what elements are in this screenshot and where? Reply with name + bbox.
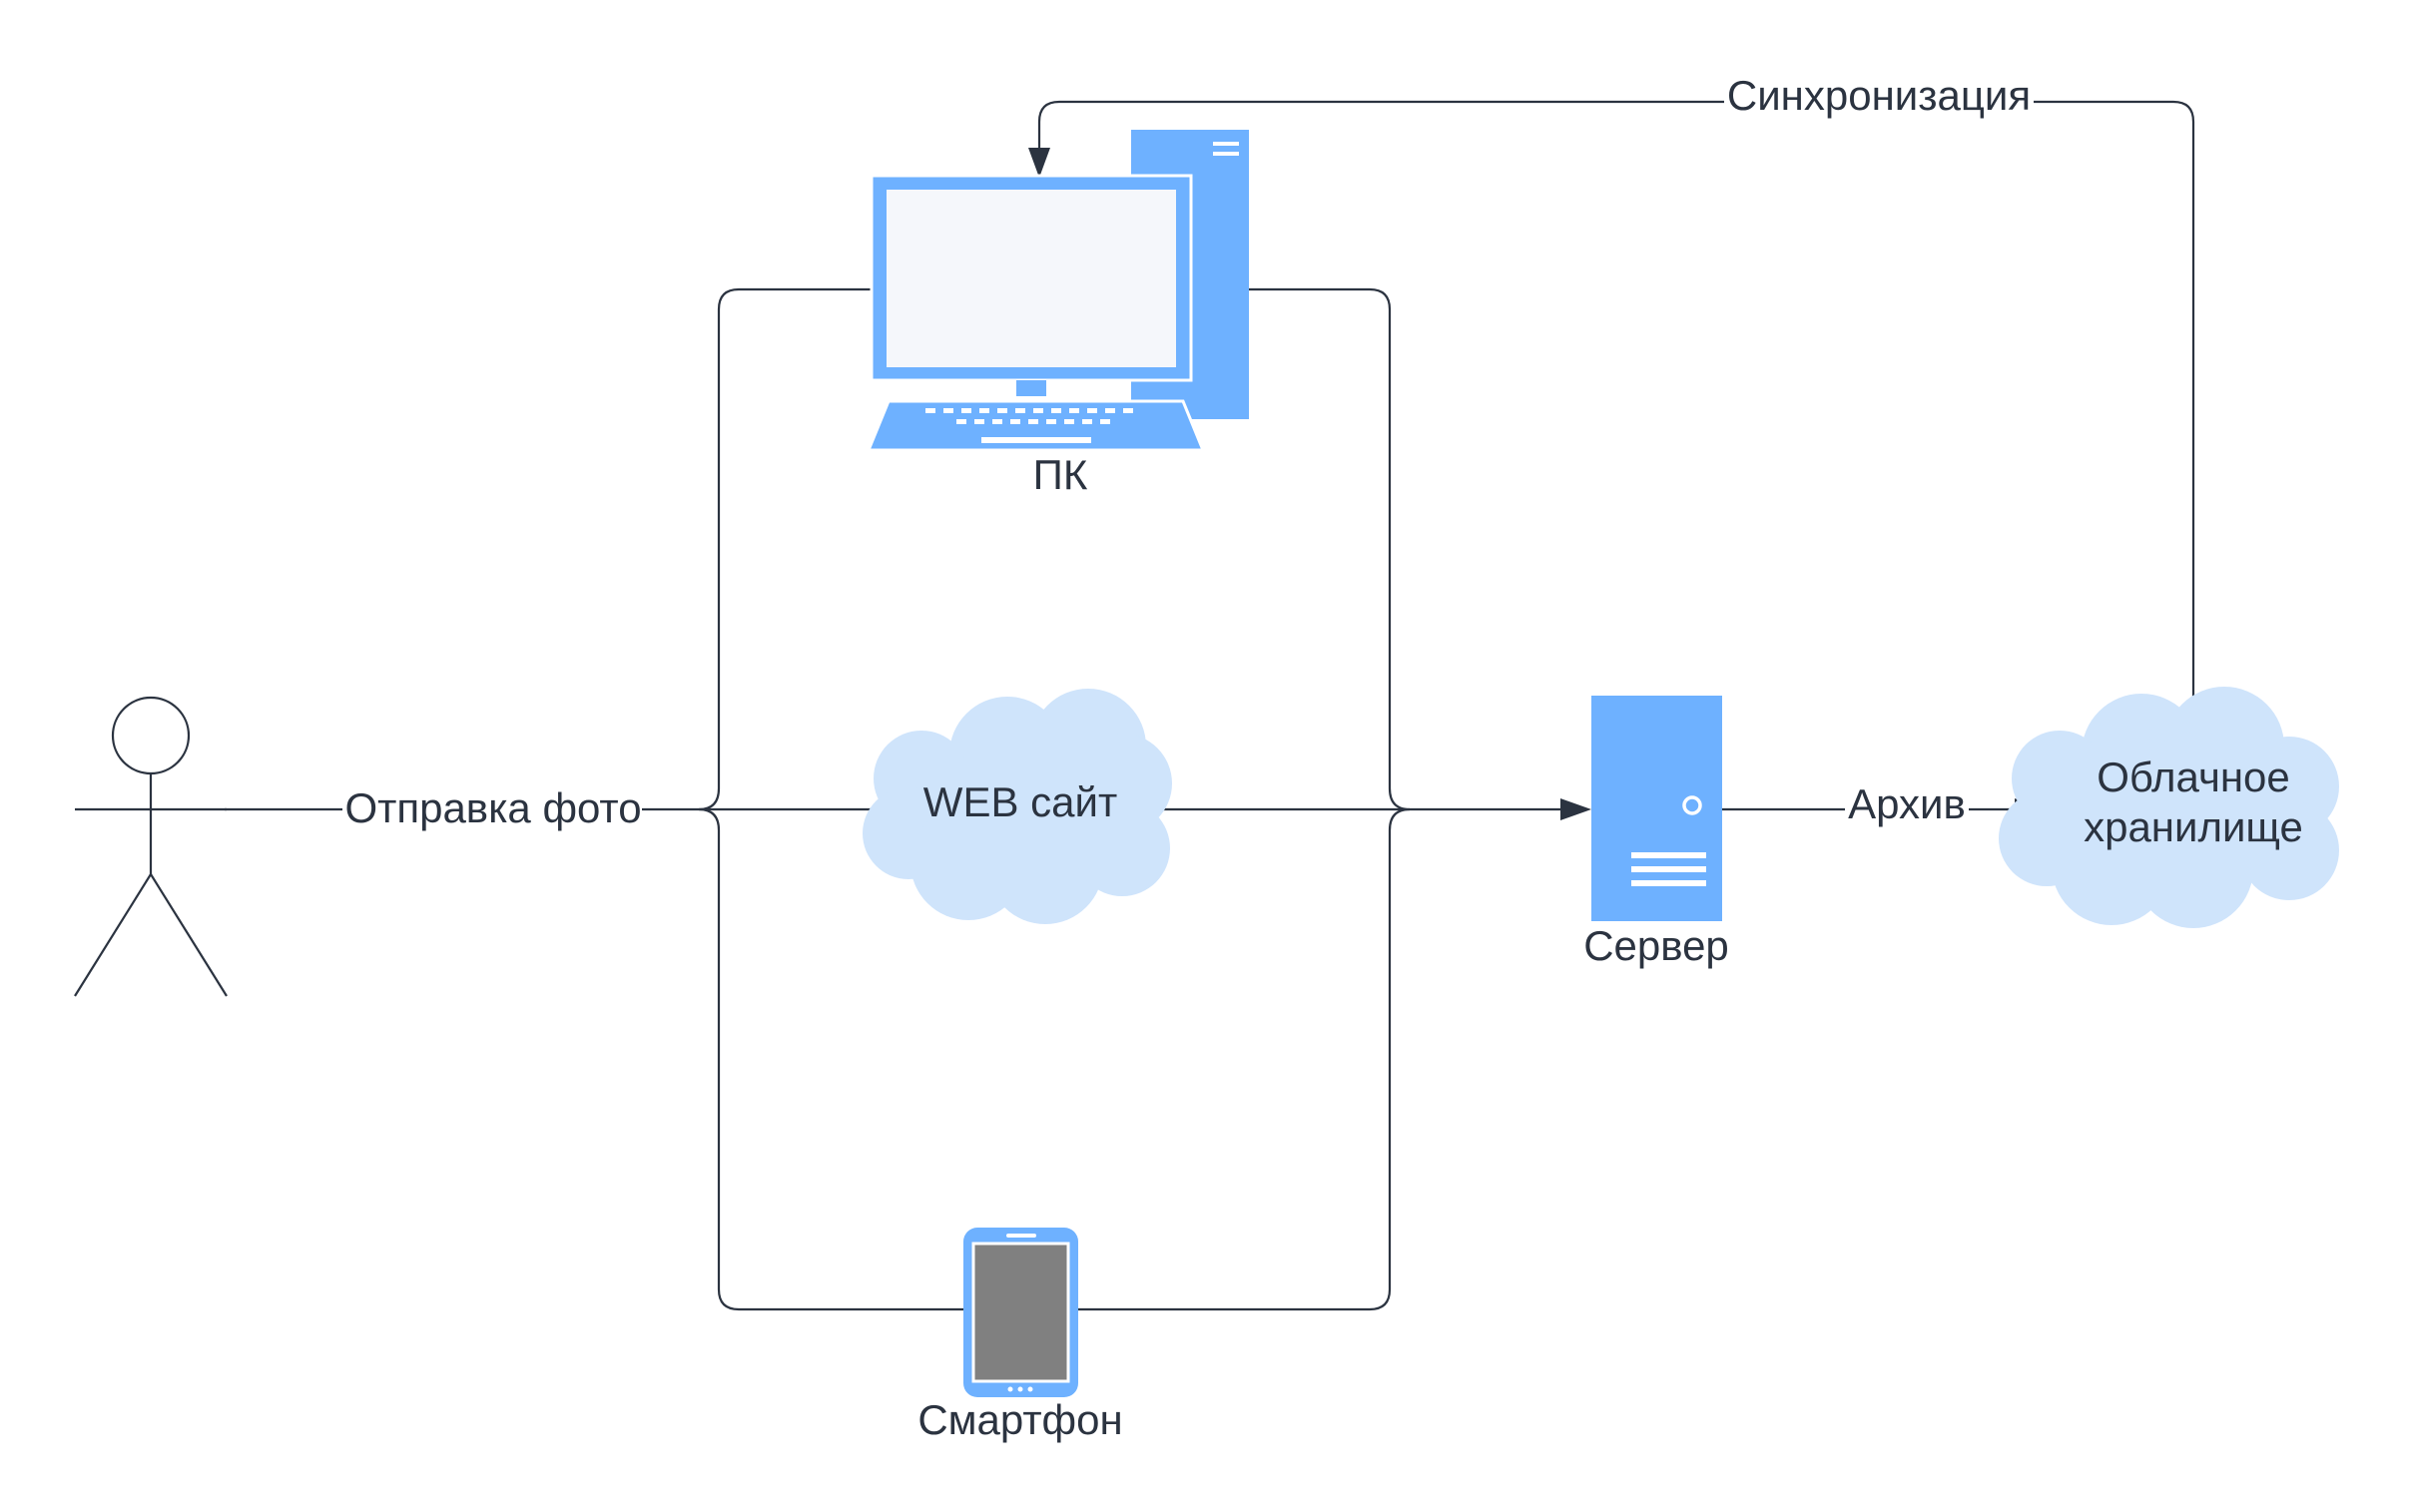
edge-label-archive: Архив [1848,780,1966,827]
edge-sync-cloud-to-pc [1037,100,2195,707]
arrow-into-server [1560,798,1591,820]
actor-head [111,696,191,775]
edge-label-send-photo: Отправка фото [344,784,641,831]
actor-figure [74,696,228,997]
server-label: Сервер [1583,922,1729,969]
cloud-storage-shape [1999,687,2339,928]
smartphone-label: Смартфон [917,1396,1122,1443]
cloud-storage-node[interactable]: Облачное хранилище [1999,687,2339,928]
server-node[interactable]: Сервер [1583,696,1729,969]
edge-labels: Отправка фото Архив Синхронизация [342,72,2034,835]
server-body [1591,696,1722,921]
actor-leg-left [74,873,152,997]
pc-screen [887,190,1176,367]
website-cloud-shape [863,689,1172,924]
website-label: WEB сайт [923,778,1117,825]
pc-node[interactable]: ПК [866,130,1249,498]
website-node[interactable]: WEB сайт [863,689,1172,924]
cloud-storage-label-line1: Облачное [2097,754,2290,800]
cloud-storage-label-line2: хранилище [2084,803,2303,850]
smartphone-node[interactable]: Смартфон [917,1228,1123,1443]
server-led [1682,795,1702,815]
edge-right-branch [1078,287,1411,1311]
smartphone-screen [971,1242,1070,1383]
pc-label: ПК [1033,451,1088,498]
actor-leg-right [150,873,228,997]
pc-keyboard [866,399,1206,452]
connectors [225,100,2195,1311]
arrow-into-pc [1028,148,1050,178]
edge-label-sync: Синхронизация [1727,72,2031,119]
